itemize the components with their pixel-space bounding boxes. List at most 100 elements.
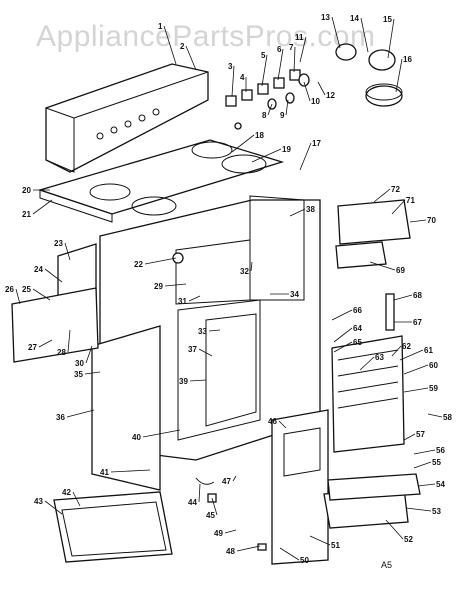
leader-line-12 (317, 81, 326, 96)
leader-line-5 (261, 54, 268, 87)
callout-43: 43 (34, 497, 43, 506)
callout-8: 8 (262, 111, 267, 120)
callout-47: 47 (222, 477, 231, 486)
leader-line-19 (251, 148, 282, 163)
callout-31: 31 (178, 297, 187, 306)
leader-line-43 (44, 500, 63, 515)
leader-line-17 (299, 142, 312, 171)
callout-14: 14 (350, 14, 359, 23)
callout-44: 44 (188, 498, 197, 507)
leader-line-26 (15, 288, 21, 305)
callout-32: 32 (240, 267, 249, 276)
callout-66: 66 (353, 306, 362, 315)
callout-53: 53 (432, 507, 441, 516)
leader-line-24 (44, 268, 63, 283)
leader-line-3 (231, 65, 235, 97)
callout-1: 1 (158, 22, 163, 31)
callout-13: 13 (321, 13, 330, 22)
callout-48: 48 (226, 547, 235, 556)
callout-54: 54 (436, 480, 445, 489)
callout-42: 42 (62, 488, 71, 497)
leader-line-70 (409, 219, 427, 223)
callout-20: 20 (22, 186, 31, 195)
callout-62: 62 (402, 342, 411, 351)
callout-57: 57 (416, 430, 425, 439)
callout-26: 26 (5, 285, 14, 294)
leader-line-45 (211, 497, 218, 516)
callout-50: 50 (300, 556, 309, 565)
leader-line-35 (84, 371, 101, 375)
leader-line-65 (333, 341, 353, 353)
broiler-element (335, 199, 411, 269)
drawer (323, 473, 421, 529)
callout-27: 27 (28, 343, 37, 352)
control-knobs (225, 69, 310, 130)
leader-line-30 (85, 345, 93, 364)
callout-28: 28 (57, 348, 66, 357)
callout-16: 16 (403, 55, 412, 64)
callout-56: 56 (436, 446, 445, 455)
cooktop (37, 139, 285, 223)
leader-line-61 (399, 349, 424, 361)
callout-17: 17 (312, 139, 321, 148)
leader-line-57 (403, 433, 416, 441)
leader-line-44 (198, 483, 201, 503)
callout-40: 40 (132, 433, 141, 442)
callout-33: 33 (198, 327, 207, 336)
leader-line-9 (285, 99, 289, 116)
leader-line-42 (72, 491, 81, 507)
leader-line-64 (333, 327, 353, 343)
leader-line-47 (232, 475, 237, 482)
callout-67: 67 (413, 318, 422, 327)
callout-71: 71 (406, 196, 415, 205)
leader-line-27 (38, 339, 53, 348)
leader-line-21 (32, 199, 53, 215)
callout-21: 21 (22, 210, 31, 219)
leader-line-55 (413, 461, 432, 469)
leader-line-6 (277, 48, 284, 81)
callout-63: 63 (375, 353, 384, 362)
broiler-pan (53, 491, 173, 563)
callout-9: 9 (280, 111, 285, 120)
callout-18: 18 (255, 131, 264, 140)
leader-line-68 (393, 294, 413, 301)
callout-12: 12 (326, 91, 335, 100)
callout-70: 70 (427, 216, 436, 225)
callout-36: 36 (56, 413, 65, 422)
leader-line-33 (208, 329, 221, 332)
leader-line-1 (163, 25, 177, 65)
callout-24: 24 (34, 265, 43, 274)
callout-19: 19 (282, 145, 291, 154)
leader-line-39 (189, 379, 207, 382)
callout-11: 11 (295, 33, 304, 42)
leader-line-11 (299, 36, 307, 63)
leader-line-7 (293, 46, 296, 73)
drip-bowls (335, 43, 403, 107)
oven-racks (331, 335, 405, 453)
leader-line-16 (395, 58, 403, 93)
drawing-code: A5 (381, 560, 392, 570)
watermark: AppliancePartsPros.com (36, 20, 375, 53)
leader-line-63 (359, 356, 375, 371)
leader-line-59 (403, 387, 429, 393)
side-panel (91, 325, 161, 491)
leader-lines (15, 16, 443, 561)
callout-45: 45 (206, 511, 215, 520)
leader-line-53 (405, 507, 432, 512)
leader-line-48 (236, 545, 261, 552)
callout-22: 22 (134, 260, 143, 269)
callout-69: 69 (396, 266, 405, 275)
callout-2: 2 (180, 42, 185, 51)
leader-line-41 (110, 469, 151, 473)
leader-line-23 (64, 242, 71, 261)
callout-3: 3 (228, 62, 233, 71)
leader-line-51 (309, 535, 331, 546)
callout-37: 37 (188, 345, 197, 354)
callout-35: 35 (74, 370, 83, 379)
callout-10: 10 (311, 97, 320, 106)
leader-line-14 (360, 17, 369, 53)
leader-line-8 (267, 103, 273, 116)
leader-line-58 (427, 413, 443, 418)
callout-61: 61 (424, 346, 433, 355)
